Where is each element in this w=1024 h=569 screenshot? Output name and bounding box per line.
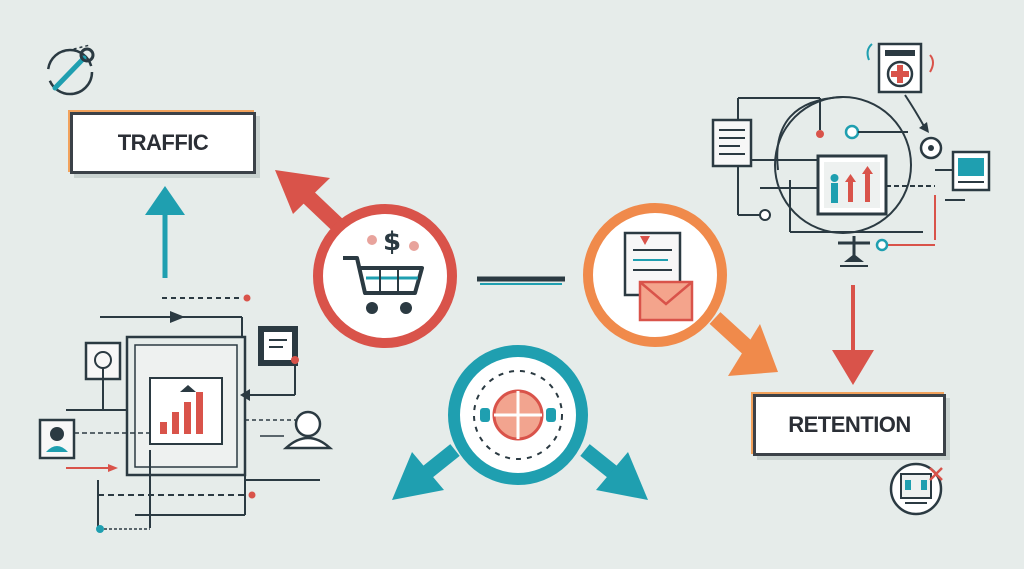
retention-label: RETENTION	[753, 394, 946, 456]
email-to-retention-arrow	[709, 312, 778, 376]
shopping-cart-icon	[343, 256, 424, 314]
wrench-icon	[46, 44, 95, 96]
email-envelope-icon	[638, 280, 694, 322]
cart-node: $	[313, 204, 457, 348]
retention-label-text: RETENTION	[788, 412, 911, 437]
support-icon	[889, 462, 943, 516]
svg-text:$: $	[383, 227, 401, 257]
traffic-label-text: TRAFFIC	[117, 130, 209, 155]
center-connector	[477, 276, 565, 285]
left-circuit-panel	[38, 294, 334, 533]
cart-to-traffic-arrow	[275, 170, 351, 238]
traffic-label: TRAFFIC	[70, 112, 256, 174]
medical-cross-icon	[866, 42, 934, 94]
bar-chart-icon	[160, 385, 203, 434]
scale-icon	[838, 236, 870, 267]
person-icon	[282, 410, 334, 450]
analytics-node	[448, 345, 588, 485]
up-arrow	[145, 186, 185, 278]
right-circuit-panel	[711, 42, 991, 267]
email-node	[583, 203, 727, 347]
dollar-sign-icon: $	[367, 227, 419, 257]
right-down-arrow	[580, 444, 648, 500]
down-arrow-to-retention	[832, 285, 874, 385]
document-icon	[711, 118, 753, 168]
user-profile-icon	[38, 418, 76, 460]
left-down-arrow	[392, 444, 460, 500]
